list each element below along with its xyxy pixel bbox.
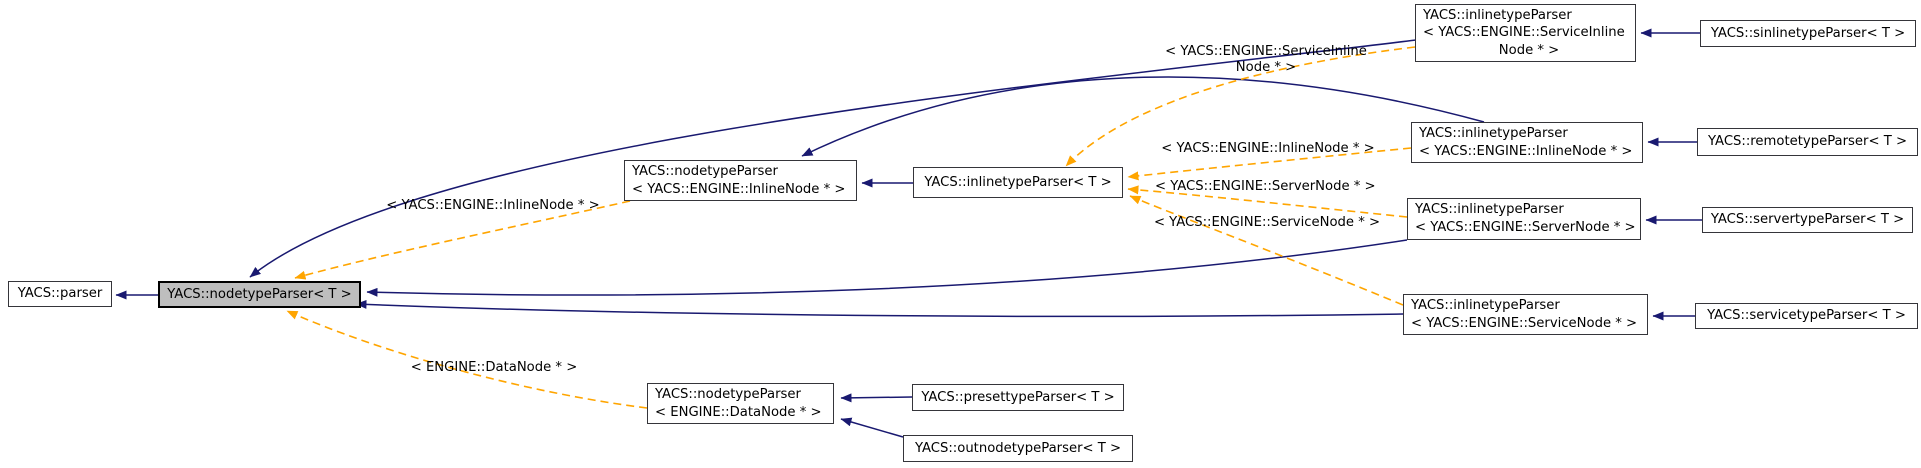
- class-label-line2: < ENGINE::DataNode * >: [655, 404, 822, 420]
- class-node-nodetypeparser-t: YACS::nodetypeParser< T >: [158, 281, 361, 308]
- edge-inlinetypeparser-servicenode-to-nodetypeparser-t: [355, 299, 1404, 318]
- class-node-servicetypeparser-t[interactable]: YACS::servicetypeParser< T >: [1695, 303, 1918, 329]
- class-label: YACS::servicetypeParser< T >: [1707, 308, 1906, 323]
- class-node-inlinetypeparser-servernode[interactable]: YACS::inlinetypeParser < YACS::ENGINE::S…: [1407, 198, 1641, 240]
- edge-presettypeparser-to-nodetypeparser-datanode: [840, 393, 913, 403]
- class-label: YACS::inlinetypeParser< T >: [924, 174, 1112, 190]
- class-node-inlinetypeparser-serviceinlinenode[interactable]: YACS::inlinetypeParser < YACS::ENGINE::S…: [1415, 4, 1636, 62]
- class-label: YACS::sinlinetypeParser< T >: [1710, 25, 1906, 41]
- edge-inlinetypeparser-inlinenode-to-nodetypeparser-inlinenode: [801, 76, 1485, 157]
- class-node-servertypeparser-t[interactable]: YACS::servertypeParser< T >: [1702, 207, 1913, 233]
- class-label-line1: YACS::nodetypeParser: [632, 163, 778, 179]
- edge-template-inlinetypeparser-servernode: [1127, 185, 1408, 218]
- edge-template-nodetypeparser-datanode: [286, 310, 648, 409]
- edge-template-inlinetypeparser-inlinenode: [1127, 147, 1412, 181]
- class-label: YACS::parser: [17, 286, 103, 301]
- class-label: YACS::nodetypeParser< T >: [167, 286, 352, 302]
- class-node-parser[interactable]: YACS::parser: [8, 281, 112, 307]
- edge-inlinetypeparser-serviceinline-to-nodetypeparser-t: [249, 39, 1417, 278]
- class-label-line2: < YACS::ENGINE::ServerNode * >: [1415, 220, 1636, 235]
- edge-label-line2: Node * >: [1235, 59, 1297, 75]
- edge-template-inlinetypeparser-servicenode: [1129, 195, 1404, 306]
- class-label-line2: < YACS::ENGINE::ServiceNode * >: [1411, 315, 1638, 331]
- edge-label-servicenode: < YACS::ENGINE::ServiceNode * >: [1152, 215, 1382, 231]
- class-label-line1: YACS::inlinetypeParser: [1423, 7, 1572, 23]
- edge-outnodetypeparser-to-nodetypeparser-datanode: [840, 417, 904, 438]
- edge-template-inlinetypeparser-serviceinline: [1065, 46, 1416, 167]
- class-label-line1: YACS::inlinetypeParser: [1411, 297, 1560, 313]
- class-label-line2: < YACS::ENGINE::InlineNode * >: [632, 181, 846, 197]
- class-node-remotetypeparser-t[interactable]: YACS::remotetypeParser< T >: [1697, 128, 1918, 156]
- edge-label-text: < YACS::ENGINE::InlineNode * >: [1161, 141, 1375, 156]
- edge-label-datanode: < ENGINE::DataNode * >: [408, 360, 580, 376]
- class-label-line3: Node * >: [1498, 42, 1560, 58]
- class-node-sinlinetypeparser-t[interactable]: YACS::sinlinetypeParser< T >: [1700, 20, 1916, 47]
- class-node-inlinetypeparser-inlinenode[interactable]: YACS::inlinetypeParser < YACS::ENGINE::I…: [1411, 122, 1643, 163]
- edge-label-serviceinlinenode: < YACS::ENGINE::ServiceInline Node * >: [1160, 44, 1372, 75]
- class-node-outnodetypeparser-t[interactable]: YACS::outnodetypeParser< T >: [903, 435, 1133, 462]
- class-label: YACS::remotetypeParser< T >: [1708, 134, 1907, 149]
- class-label-line2: < YACS::ENGINE::ServiceInline: [1423, 25, 1625, 41]
- edge-label-inlinenode-left: < YACS::ENGINE::InlineNode * >: [386, 198, 600, 214]
- class-label: YACS::outnodetypeParser< T >: [914, 440, 1122, 456]
- class-node-presettypeparser-t[interactable]: YACS::presettypeParser< T >: [912, 384, 1124, 411]
- class-node-nodetypeparser-inlinenode[interactable]: YACS::nodetypeParser < YACS::ENGINE::Inl…: [624, 160, 857, 201]
- edge-label-text: < YACS::ENGINE::ServerNode * >: [1155, 179, 1376, 194]
- edge-label-text: < ENGINE::DataNode * >: [410, 360, 578, 375]
- class-node-inlinetypeparser-servicenode[interactable]: YACS::inlinetypeParser < YACS::ENGINE::S…: [1403, 294, 1648, 335]
- edge-label-text: < YACS::ENGINE::InlineNode * >: [386, 198, 600, 213]
- class-label: YACS::servertypeParser< T >: [1710, 212, 1905, 227]
- class-label: YACS::presettypeParser< T >: [921, 389, 1115, 405]
- class-label-line1: YACS::inlinetypeParser: [1419, 125, 1568, 141]
- class-label-line2: < YACS::ENGINE::InlineNode * >: [1419, 143, 1633, 159]
- edge-label-inlinenode-right: < YACS::ENGINE::InlineNode * >: [1158, 141, 1378, 157]
- class-label-line1: YACS::nodetypeParser: [655, 386, 801, 402]
- edge-template-nodetypeparser-inlinenode: [294, 200, 631, 280]
- class-node-nodetypeparser-datanode[interactable]: YACS::nodetypeParser < ENGINE::DataNode …: [647, 383, 834, 424]
- class-label-line1: YACS::inlinetypeParser: [1415, 202, 1564, 217]
- edge-label-text: < YACS::ENGINE::ServiceNode * >: [1153, 215, 1381, 230]
- edge-label-servernode: < YACS::ENGINE::ServerNode * >: [1155, 179, 1376, 195]
- edge-label-line1: < YACS::ENGINE::ServiceInline: [1165, 44, 1367, 59]
- edge-inlinetypeparser-servernode-to-nodetypeparser-t: [366, 239, 1408, 297]
- class-node-inlinetypeparser-t[interactable]: YACS::inlinetypeParser< T >: [913, 167, 1123, 198]
